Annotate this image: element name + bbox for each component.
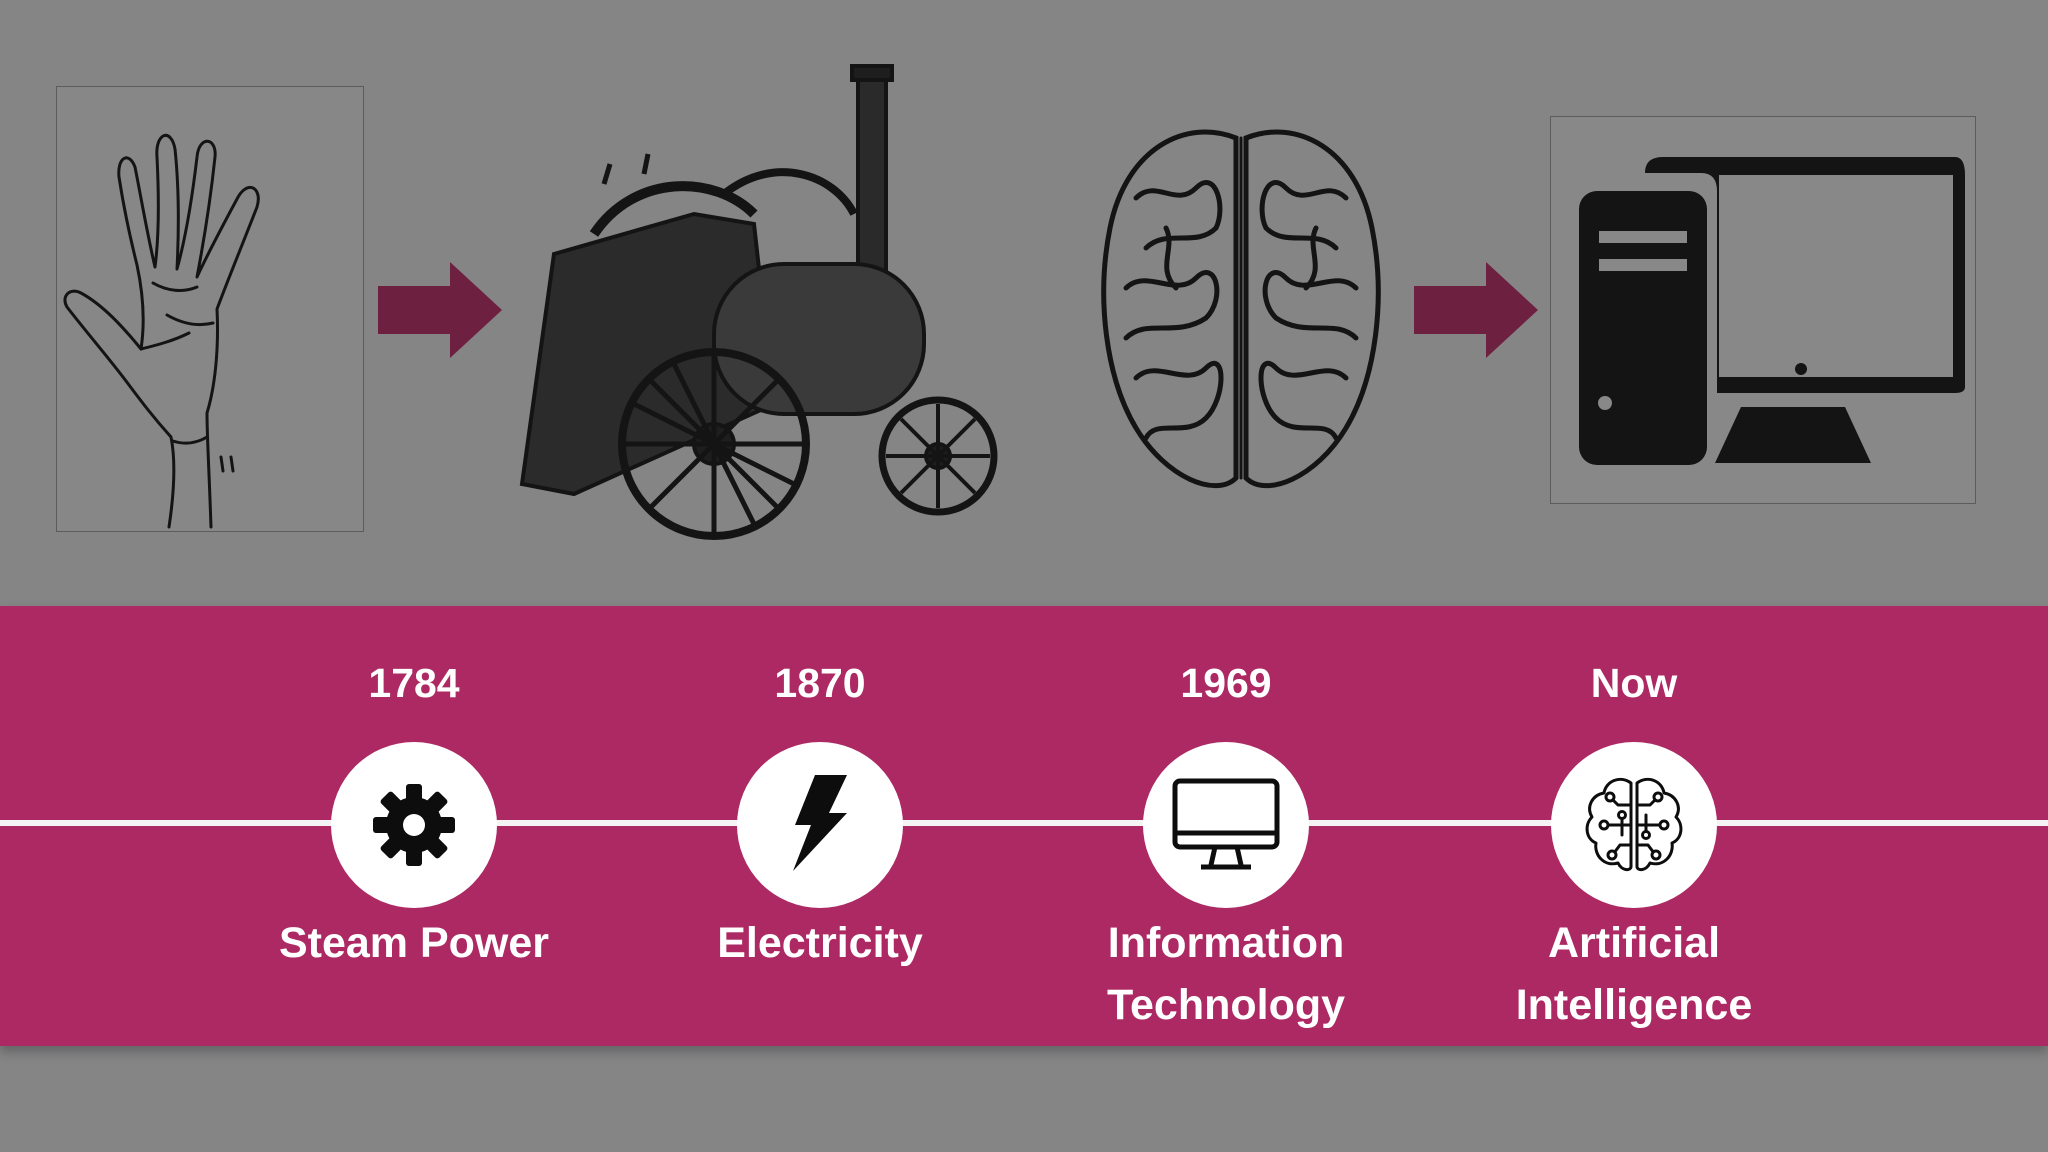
arrow-right-2 <box>1414 262 1538 363</box>
steam-engine-illustration <box>514 64 1002 563</box>
gear-icon <box>373 784 455 866</box>
milestone-node-information-technology <box>1143 742 1309 908</box>
milestone-label-electricity: Electricity <box>717 919 923 967</box>
monitor-icon <box>1172 778 1280 870</box>
timeline-axis <box>0 820 2048 826</box>
computer-illustration <box>1550 116 1976 504</box>
steam-engine-icon <box>519 64 998 540</box>
arrow-right-icon <box>1414 262 1538 358</box>
computer-icon <box>1579 157 1965 465</box>
arrow-right-icon <box>378 262 502 358</box>
milestone-label-steam-power: Steam Power <box>278 919 550 967</box>
circuit-brain-icon <box>1585 777 1683 872</box>
milestone-node-electricity <box>737 742 903 908</box>
milestone-label-artificial-intelligence: Artificial Intelligence <box>1515 919 1753 1029</box>
lightning-bolt-icon <box>793 775 847 871</box>
brain-illustration <box>1096 118 1386 503</box>
milestone-node-artificial-intelligence <box>1551 742 1717 908</box>
hand-illustration <box>56 86 364 532</box>
hand-icon <box>63 134 260 529</box>
brain-icon <box>1101 129 1381 489</box>
arrow-right-1 <box>378 262 502 363</box>
milestone-year-1870: 1870 <box>774 660 866 706</box>
milestone-year-1784: 1784 <box>368 660 460 706</box>
milestone-label-information-technology: Information Technology <box>1106 919 1346 1029</box>
milestone-node-steam-power <box>331 742 497 908</box>
milestone-year-1969: 1969 <box>1180 660 1272 706</box>
milestone-year-now: Now <box>1590 660 1678 706</box>
